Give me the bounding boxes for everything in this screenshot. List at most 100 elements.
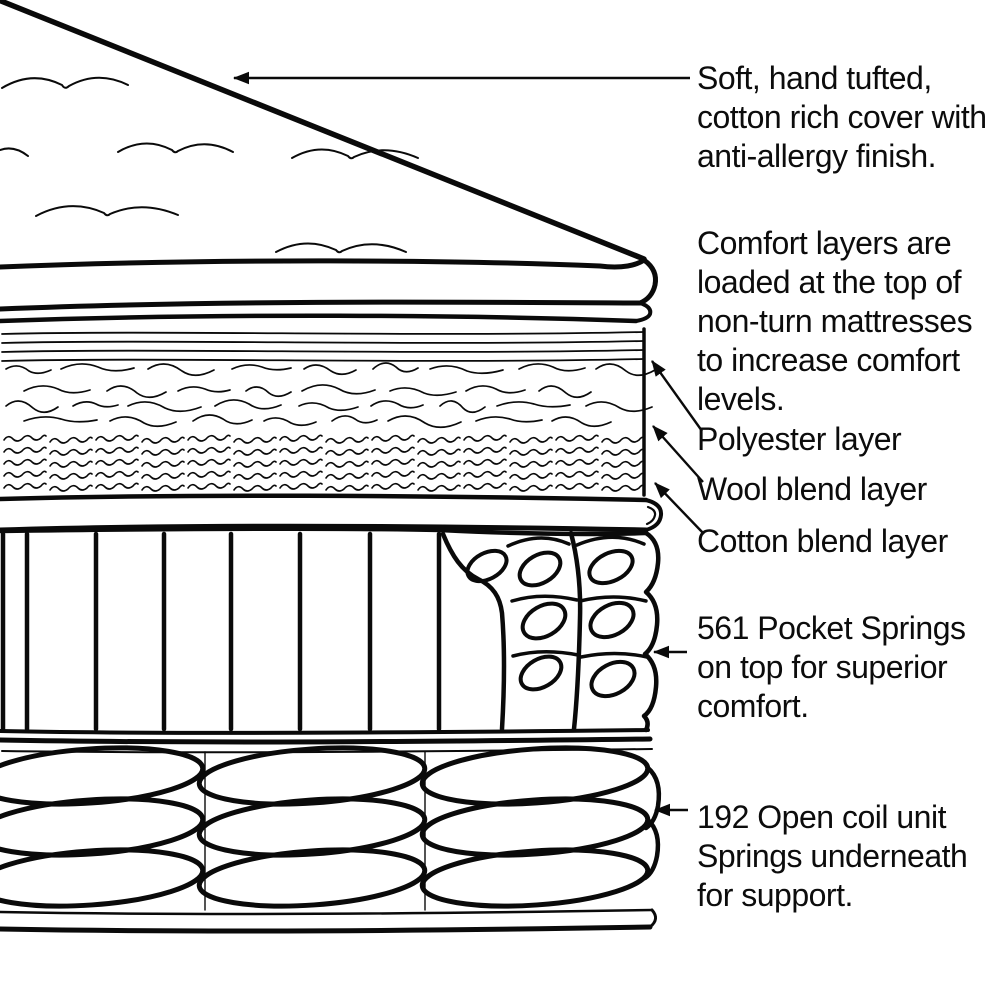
base-bottom-line [0, 924, 653, 934]
wool-squiggle [263, 417, 317, 427]
wool-squiggle [389, 387, 457, 397]
label-pocket-line: comfort. [697, 688, 809, 724]
cotton-wave [279, 470, 323, 478]
cotton-wave [509, 472, 553, 480]
label-open-coil: 192 Open coil unit Springs underneath fo… [697, 798, 968, 915]
cotton-wave [3, 470, 47, 478]
cotton-wave [417, 472, 461, 480]
cotton-wave [141, 484, 185, 492]
wool-squiggle [60, 363, 135, 372]
coil-bottom-thin-line [0, 908, 654, 916]
pocket-spring [587, 548, 635, 586]
label-wool-line: Wool blend layer [697, 471, 927, 507]
wool-squiggle [23, 416, 98, 423]
coil-right-wire [642, 817, 661, 881]
top-cover-surface [0, 0, 658, 306]
pocket-spring-coils [465, 548, 637, 699]
cover-band-right-cap [634, 301, 653, 323]
label-pocket-springs: 561 Pocket Springs on top for superior c… [697, 609, 966, 726]
cotton-wave [601, 436, 645, 444]
cotton-wave [141, 448, 185, 456]
open-coil-layer [0, 745, 662, 934]
cotton-wave [141, 436, 185, 444]
cotton-wave [187, 458, 231, 466]
piping-right-cap-inner [645, 505, 657, 526]
cotton-wave [233, 484, 277, 492]
piping-band [0, 493, 664, 533]
label-polyester-layer: Polyester layer [697, 420, 902, 459]
wool-squiggle [23, 385, 91, 394]
wool-squiggle [303, 364, 357, 376]
cotton-wave [95, 446, 139, 454]
pocket-spring [517, 550, 563, 588]
cotton-wave [325, 484, 369, 492]
label-coil-line: Springs underneath [697, 838, 968, 874]
wool-squiggle [214, 399, 282, 410]
pocket-seam [511, 649, 580, 658]
wool-squiggle [585, 401, 653, 413]
wool-squiggle [518, 363, 586, 372]
pocket-dividers [0, 526, 649, 732]
pocket-seam [510, 594, 579, 603]
label-comfort-layers: Comfort layers are loaded at the top of … [697, 224, 973, 419]
cotton-wave [417, 484, 461, 492]
cotton-wave [325, 436, 369, 444]
wool-squiggle [127, 401, 202, 413]
polyester-layer [1, 331, 644, 362]
cotton-wave [233, 436, 277, 444]
cotton-wave [463, 446, 507, 454]
open-coil-spring [419, 847, 651, 909]
label-comfort-line: Comfort layers are [697, 225, 952, 261]
cotton-wave [601, 460, 645, 468]
pocket-seam [579, 651, 649, 659]
cotton-wave [49, 460, 93, 468]
cotton-wave [95, 470, 139, 478]
cotton-wave [187, 470, 231, 478]
wool-squiggle [5, 365, 52, 375]
wool-blend-layer [5, 362, 656, 429]
cotton-wave [187, 482, 231, 490]
open-coil-spring [0, 745, 206, 807]
arrow-wool [652, 425, 704, 483]
polyester-line [1, 331, 644, 335]
cotton-wave [49, 436, 93, 444]
cotton-wave [279, 482, 323, 490]
polyester-line [1, 349, 644, 353]
cotton-wave [555, 458, 599, 466]
pocket-fabric-drape [440, 531, 507, 732]
wool-squiggle [387, 415, 462, 429]
pocket-seam [578, 595, 648, 603]
label-pocket-line: 561 Pocket Springs [697, 610, 966, 646]
wool-squiggle [465, 385, 526, 394]
wool-squiggle [106, 385, 167, 399]
wool-squiggle [245, 386, 292, 398]
wool-squiggle [72, 401, 119, 408]
wool-squiggle [231, 364, 292, 371]
label-comfort-line: non-turn mattresses [697, 303, 973, 339]
tuft-mark [35, 205, 179, 217]
wool-squiggle [429, 365, 504, 375]
pocket-fabric-drape [568, 530, 583, 732]
cover-band-bottom-line [0, 313, 639, 324]
label-comfort-line: to increase comfort [697, 342, 960, 378]
base-right-cap [648, 908, 657, 929]
cotton-wave [3, 446, 47, 454]
cotton-wave [555, 446, 599, 454]
cotton-blend-layer [3, 434, 645, 492]
tuft-marks [0, 76, 419, 254]
wool-squiggle [109, 416, 177, 428]
tuft-mark [0, 147, 29, 157]
cotton-wave [187, 446, 231, 454]
label-cover-line: Soft, hand tufted, [697, 60, 932, 96]
arrow-cotton [654, 482, 705, 535]
label-comfort-line: levels. [697, 381, 785, 417]
pocket-spring [589, 659, 637, 699]
cotton-wave [279, 458, 323, 466]
label-pocket-line: on top for superior [697, 649, 948, 685]
cotton-wave [233, 448, 277, 456]
wool-squiggle [192, 414, 253, 425]
pocket-seams [506, 535, 649, 659]
wool-squiggle [177, 386, 231, 393]
cotton-wave [371, 482, 415, 490]
